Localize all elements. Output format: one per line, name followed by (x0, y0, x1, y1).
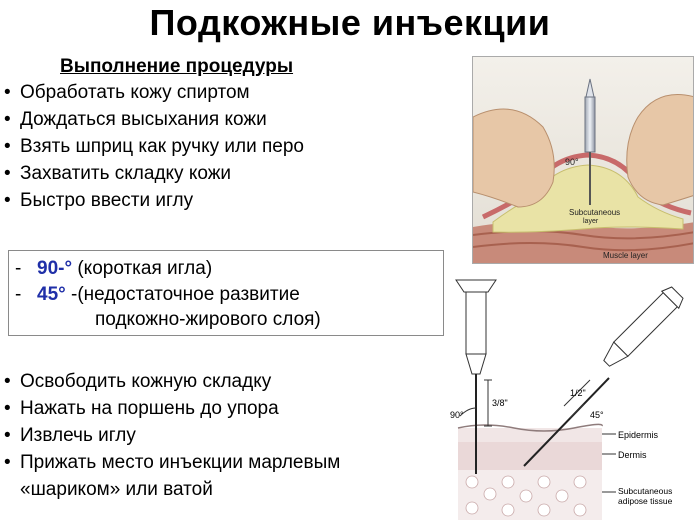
steps-before-list: Обработать кожу спиртом Дождаться высыха… (2, 79, 304, 214)
angled-angle-label: 45° (590, 410, 604, 420)
angle-option-45: -45° -(недостаточное развитие (15, 283, 300, 307)
photo-subcutaneous-label: Subcutaneous (569, 208, 620, 217)
photo-angle-label: 90° (565, 157, 579, 167)
subcutaneous-label: Subcutaneous (618, 486, 672, 496)
angle-value: 45° (37, 284, 66, 305)
left-finger (473, 108, 555, 208)
page-title: Подкожные инъекции (149, 2, 551, 43)
needle-angle-diagram: 90° 3/8" 1/2" 45° Epidermis Dermis Subcu… (444, 268, 700, 522)
skin-fold-svg: 90° Subcutaneous layer Muscle layer (473, 57, 693, 263)
angle-description-continuation: подкожно-жирового слоя) (95, 309, 321, 330)
list-item: Извлечь иглу (2, 422, 420, 449)
epidermis-label: Epidermis (618, 430, 659, 440)
list-item: Прижать место инъекции марлевым «шариком… (2, 449, 420, 503)
epidermis-layer (458, 428, 602, 442)
skin-fold-illustration: 90° Subcutaneous layer Muscle layer (472, 56, 694, 264)
angle-description: (короткая игла) (72, 258, 213, 279)
list-item: Захватить складку кожи (2, 160, 304, 187)
list-item: Освободить кожную складку (2, 368, 420, 395)
procedure-subtitle: Выполнение процедуры (60, 56, 294, 77)
dermis-layer (458, 442, 602, 470)
dash-marker: - (15, 284, 22, 305)
dermis-label: Dermis (618, 450, 647, 460)
angled-syringe (613, 291, 679, 357)
steps-after-list: Освободить кожную складку Нажать на порш… (2, 368, 420, 503)
list-item: Быстро ввести иглу (2, 187, 304, 214)
list-item: Дождаться высыхания кожи (2, 106, 304, 133)
vertical-depth-label: 3/8" (492, 398, 508, 408)
angle-option-90: -90-° (короткая игла) (15, 257, 212, 281)
dash-marker: - (15, 258, 22, 279)
vertical-syringe (465, 291, 487, 355)
angle-value: 90-° (37, 258, 73, 279)
angle-description: -(недостаточное развитие (65, 284, 300, 305)
angle-options-box: -90-° (короткая игла) -45° -(недостаточн… (8, 250, 444, 336)
syringe-hub (584, 96, 596, 153)
photo-layer-label: layer (583, 218, 599, 225)
angled-needle (523, 377, 610, 467)
list-item: Нажать на поршень до упора (2, 395, 420, 422)
vertical-angle-label: 90° (450, 410, 464, 420)
right-finger (626, 94, 693, 206)
list-item: Обработать кожу спиртом (2, 79, 304, 106)
photo-muscle-label: Muscle layer (603, 251, 648, 260)
angled-depth-label: 1/2" (570, 388, 586, 398)
adipose-label: adipose tissue (618, 496, 673, 506)
needle-angle-svg: 90° 3/8" 1/2" 45° Epidermis Dermis Subcu… (450, 279, 684, 520)
list-item: Взять шприц как ручку или перо (2, 133, 304, 160)
